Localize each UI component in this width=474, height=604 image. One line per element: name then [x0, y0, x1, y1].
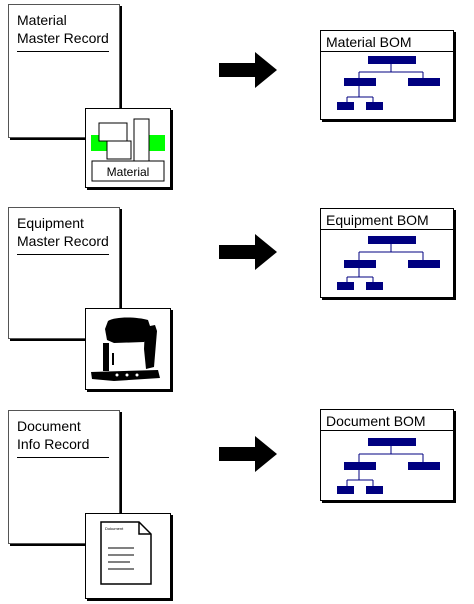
bom-node-leaf-a — [337, 282, 354, 290]
document-icon-box: Dokument — [85, 513, 171, 599]
equipment-title-line1: Equipment — [17, 215, 84, 231]
material-cell-a — [98, 122, 128, 142]
document-bom-title: Document BOM — [326, 413, 426, 429]
material-label-box — [91, 160, 165, 182]
material-icon-label: Material — [107, 165, 150, 179]
material-green-block-right — [149, 135, 165, 151]
material-icon-box: Material — [85, 108, 171, 188]
document-info-record-title: Document Info Record — [17, 417, 89, 453]
bom-node-leaf-b — [366, 486, 383, 494]
document-title-line1: Document — [17, 418, 81, 434]
bom-node-right — [408, 78, 440, 86]
equipment-title-line2: Master Record — [17, 233, 109, 249]
equipment-bom-card: Equipment BOM — [320, 208, 454, 298]
document-page-fold — [138, 522, 151, 535]
bom-node-right — [408, 260, 440, 268]
equipment-bom-title: Equipment BOM — [326, 212, 429, 228]
document-title-line2: Info Record — [17, 436, 90, 452]
document-bom-title-rule — [321, 430, 453, 431]
equipment-bom-title-rule — [321, 229, 453, 230]
arrow-right-icon — [219, 234, 277, 270]
bom-node-leaf-a — [337, 486, 354, 494]
document-title-underline — [17, 457, 109, 458]
arrow-right-icon — [219, 436, 277, 472]
bom-node-left — [344, 260, 376, 268]
equipment-title-underline — [17, 254, 109, 255]
material-icon: Material — [91, 118, 165, 182]
material-title-underline — [17, 51, 109, 52]
bom-node-left — [344, 462, 376, 470]
document-page — [100, 521, 152, 585]
material-bom-card: Material BOM — [320, 30, 454, 120]
equipment-master-record-title: Equipment Master Record — [17, 214, 109, 250]
equipment-icon-box — [85, 308, 171, 390]
bom-node-leaf-b — [366, 282, 383, 290]
bom-node-left — [344, 78, 376, 86]
bom-node-root — [368, 438, 416, 446]
bom-node-root — [368, 56, 416, 64]
bom-node-leaf-b — [366, 102, 383, 110]
equipment-icon — [91, 317, 160, 381]
document-bom-card: Document BOM — [320, 409, 454, 501]
document-bom-tree — [337, 438, 440, 494]
bom-node-leaf-a — [337, 102, 354, 110]
material-title-line1: Material — [17, 12, 67, 28]
document-icon: Dokument — [100, 521, 152, 585]
arrow-right-icon — [219, 52, 277, 88]
equipment-bom-tree — [337, 236, 440, 290]
document-icon-label: Dokument — [105, 526, 124, 531]
material-master-record-card: Material Master Record — [8, 4, 120, 138]
material-tower — [133, 118, 150, 162]
equipment-right-column — [144, 325, 157, 369]
material-bom-title-rule — [321, 51, 453, 52]
material-bom-title: Material BOM — [326, 34, 412, 50]
bom-node-right — [408, 462, 440, 470]
material-bom-tree — [337, 56, 440, 110]
equipment-base — [91, 370, 160, 381]
equipment-left-leg — [103, 343, 109, 371]
equipment-machine-body — [105, 317, 150, 343]
material-title-line2: Master Record — [17, 30, 109, 46]
material-cell-b — [106, 140, 132, 160]
material-master-record-title: Material Master Record — [17, 11, 109, 47]
bom-node-root — [368, 236, 416, 244]
